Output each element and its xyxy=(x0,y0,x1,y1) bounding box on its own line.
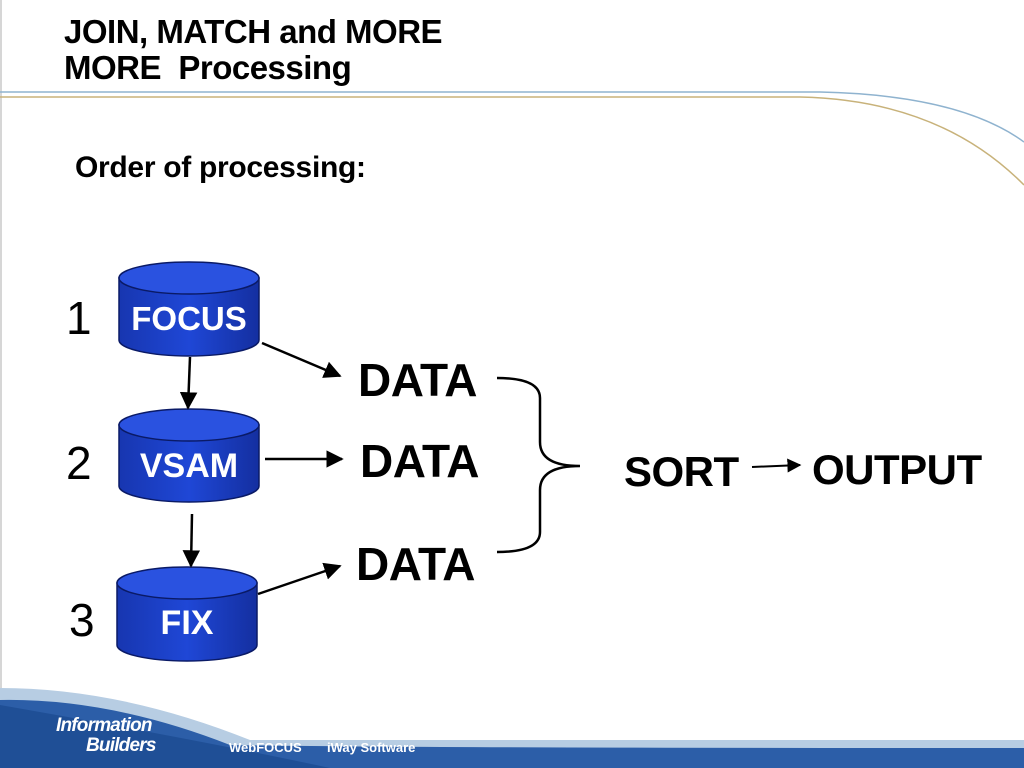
arrow-focus-to-vsam xyxy=(179,356,198,410)
cylinder-focus xyxy=(118,261,260,357)
source-label-vsam: VSAM xyxy=(139,447,239,485)
cylinder-fix xyxy=(116,566,258,662)
arrow-vsam-to-fix xyxy=(182,513,201,568)
merge-brace xyxy=(496,376,581,554)
data-label-2: DATA xyxy=(360,435,479,487)
title-line-1: JOIN, MATCH and MORE xyxy=(64,13,443,50)
step-number-2: 2 xyxy=(66,437,92,489)
arrow-fix-to-data xyxy=(257,562,342,596)
arrow-sort-to-output xyxy=(751,458,802,473)
arrow-focus-to-data xyxy=(261,341,342,378)
source-label-fix: FIX xyxy=(160,604,214,642)
data-label-3: DATA xyxy=(356,538,475,590)
footer-band-dark xyxy=(0,705,330,768)
header-rule-blue xyxy=(0,91,1024,143)
footer-link-webfocus[interactable]: WebFOCUS xyxy=(229,740,302,755)
information-builders-logo: Information Builders xyxy=(56,716,156,756)
page-title: JOIN, MATCH and MORE MORE Processing xyxy=(64,13,443,86)
step-number-1: 1 xyxy=(66,292,92,344)
output-label: OUTPUT xyxy=(812,446,982,493)
slide-subtitle: Order of processing: xyxy=(75,151,366,184)
source-label-focus: FOCUS xyxy=(131,300,247,337)
footer-link-iway[interactable]: iWay Software xyxy=(327,740,416,755)
footer-band xyxy=(0,699,1024,768)
data-label-1: DATA xyxy=(358,354,477,406)
header-rule-gold xyxy=(0,96,1024,186)
cylinder-vsam xyxy=(118,408,260,503)
sort-label: SORT xyxy=(624,448,739,495)
title-line-2: MORE Processing xyxy=(64,49,352,86)
step-number-3: 3 xyxy=(69,594,95,646)
brand-line-2: Builders xyxy=(86,735,156,756)
brand-line-1: Information xyxy=(56,715,153,736)
